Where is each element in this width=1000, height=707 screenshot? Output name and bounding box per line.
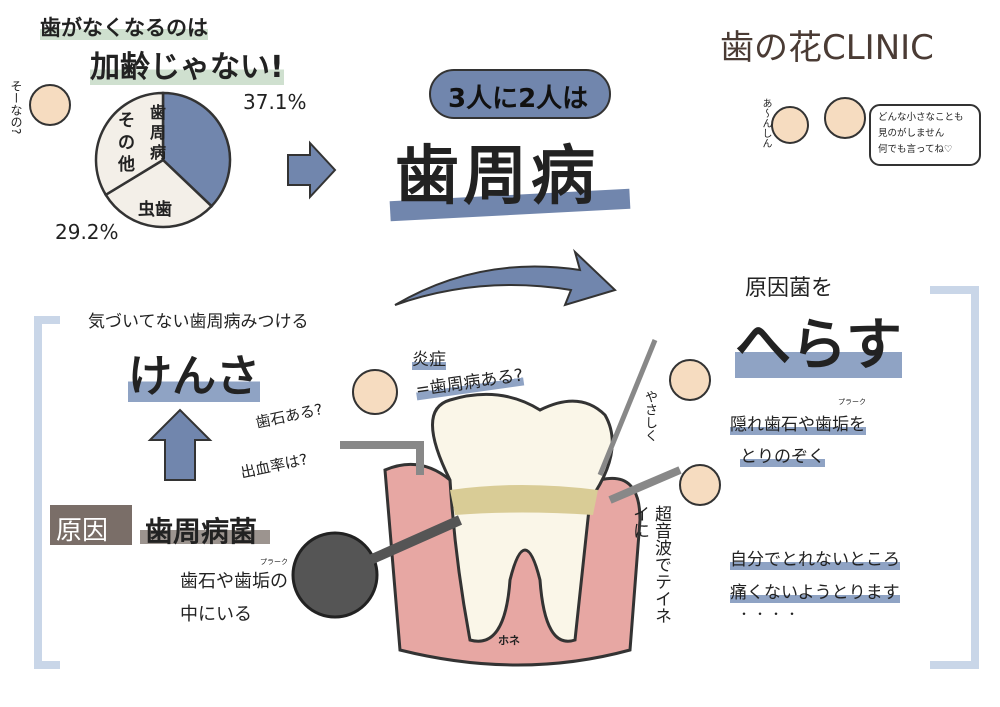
cause-note-2: 中にいる xyxy=(180,604,252,625)
exam-title: けんさ xyxy=(128,351,260,402)
reduce-line1: 隠れ歯石や歯垢を xyxy=(730,415,866,435)
pie-slice xyxy=(104,158,214,229)
tooth xyxy=(431,392,614,643)
cause-badge: 原因 xyxy=(56,516,109,546)
reduce-line2: とりのぞく xyxy=(740,447,825,467)
curved-arrow-icon xyxy=(394,248,617,307)
pie-chart xyxy=(94,91,232,229)
magnifier-pointer xyxy=(367,515,463,565)
patient-relief: あ〜んしん xyxy=(760,98,771,148)
dentist-avatar xyxy=(824,97,866,139)
reduce-ruby: プラーク xyxy=(838,398,866,406)
reduce-line4: 痛くないようとります xyxy=(730,583,900,603)
pie-value-perio: 37.1% xyxy=(243,90,307,114)
scaler-instrument xyxy=(597,339,658,476)
clinic-logo: 歯の花CLINIC xyxy=(720,28,934,68)
cause-title: 歯周病菌 xyxy=(145,515,258,548)
right-arrow-icon xyxy=(287,140,337,200)
ultrasonic-label: 超音波でテイネイに xyxy=(629,505,671,624)
left-bracket xyxy=(34,316,60,669)
headline-line2: 加齢じゃない! xyxy=(90,50,284,85)
cause-badge-bg xyxy=(50,505,132,545)
gentle-label: やさしく xyxy=(642,390,657,442)
bacteria-magnifier xyxy=(291,531,379,619)
dentist-exam-avatar xyxy=(352,369,398,415)
tartar xyxy=(450,485,598,515)
ratio-bubble xyxy=(429,69,611,119)
bone-label: ホネ xyxy=(498,634,520,647)
pie-label-perio: 歯周病 xyxy=(150,103,167,162)
patient-remark: そーなの? xyxy=(9,80,23,135)
main-title: 歯周病 xyxy=(395,140,599,214)
up-arrow-icon xyxy=(147,408,213,481)
hygienist-avatar xyxy=(669,359,711,401)
patient-avatar xyxy=(29,84,71,126)
right-bracket xyxy=(930,286,979,669)
pie-label-other: その他 xyxy=(118,111,135,175)
dentist-speech: どんな小さなことも 見のがしません 何でも言ってね♡ xyxy=(878,112,964,155)
cause-ruby: プラーク xyxy=(260,558,288,566)
pie-slice xyxy=(161,91,232,208)
reduce-caption: 原因菌を xyxy=(745,276,834,301)
exam-caption: 気づいてない歯周病みつける xyxy=(88,312,309,332)
reduce-dots: ・・・・ xyxy=(738,607,803,621)
pie-value-caries: 29.2% xyxy=(55,220,119,244)
reduce-title: へらす xyxy=(735,313,902,378)
probe-instrument xyxy=(340,441,424,475)
pie-slice xyxy=(94,91,165,197)
speech-bubble xyxy=(869,104,981,166)
hygienist-avatar-2 xyxy=(679,464,721,506)
ultrasonic-instrument xyxy=(608,466,682,504)
ratio-text: 3人に2人は xyxy=(448,84,589,114)
check-inflammation-1: 炎症 xyxy=(412,350,446,370)
headline-line1: 歯がなくなるのは xyxy=(40,16,208,40)
cause-note-1: 歯石や歯垢の xyxy=(180,571,288,592)
reduce-line3: 自分でとれないところ xyxy=(730,550,900,570)
child-avatar xyxy=(771,106,809,144)
pie-label-caries: 虫歯 xyxy=(138,200,172,220)
